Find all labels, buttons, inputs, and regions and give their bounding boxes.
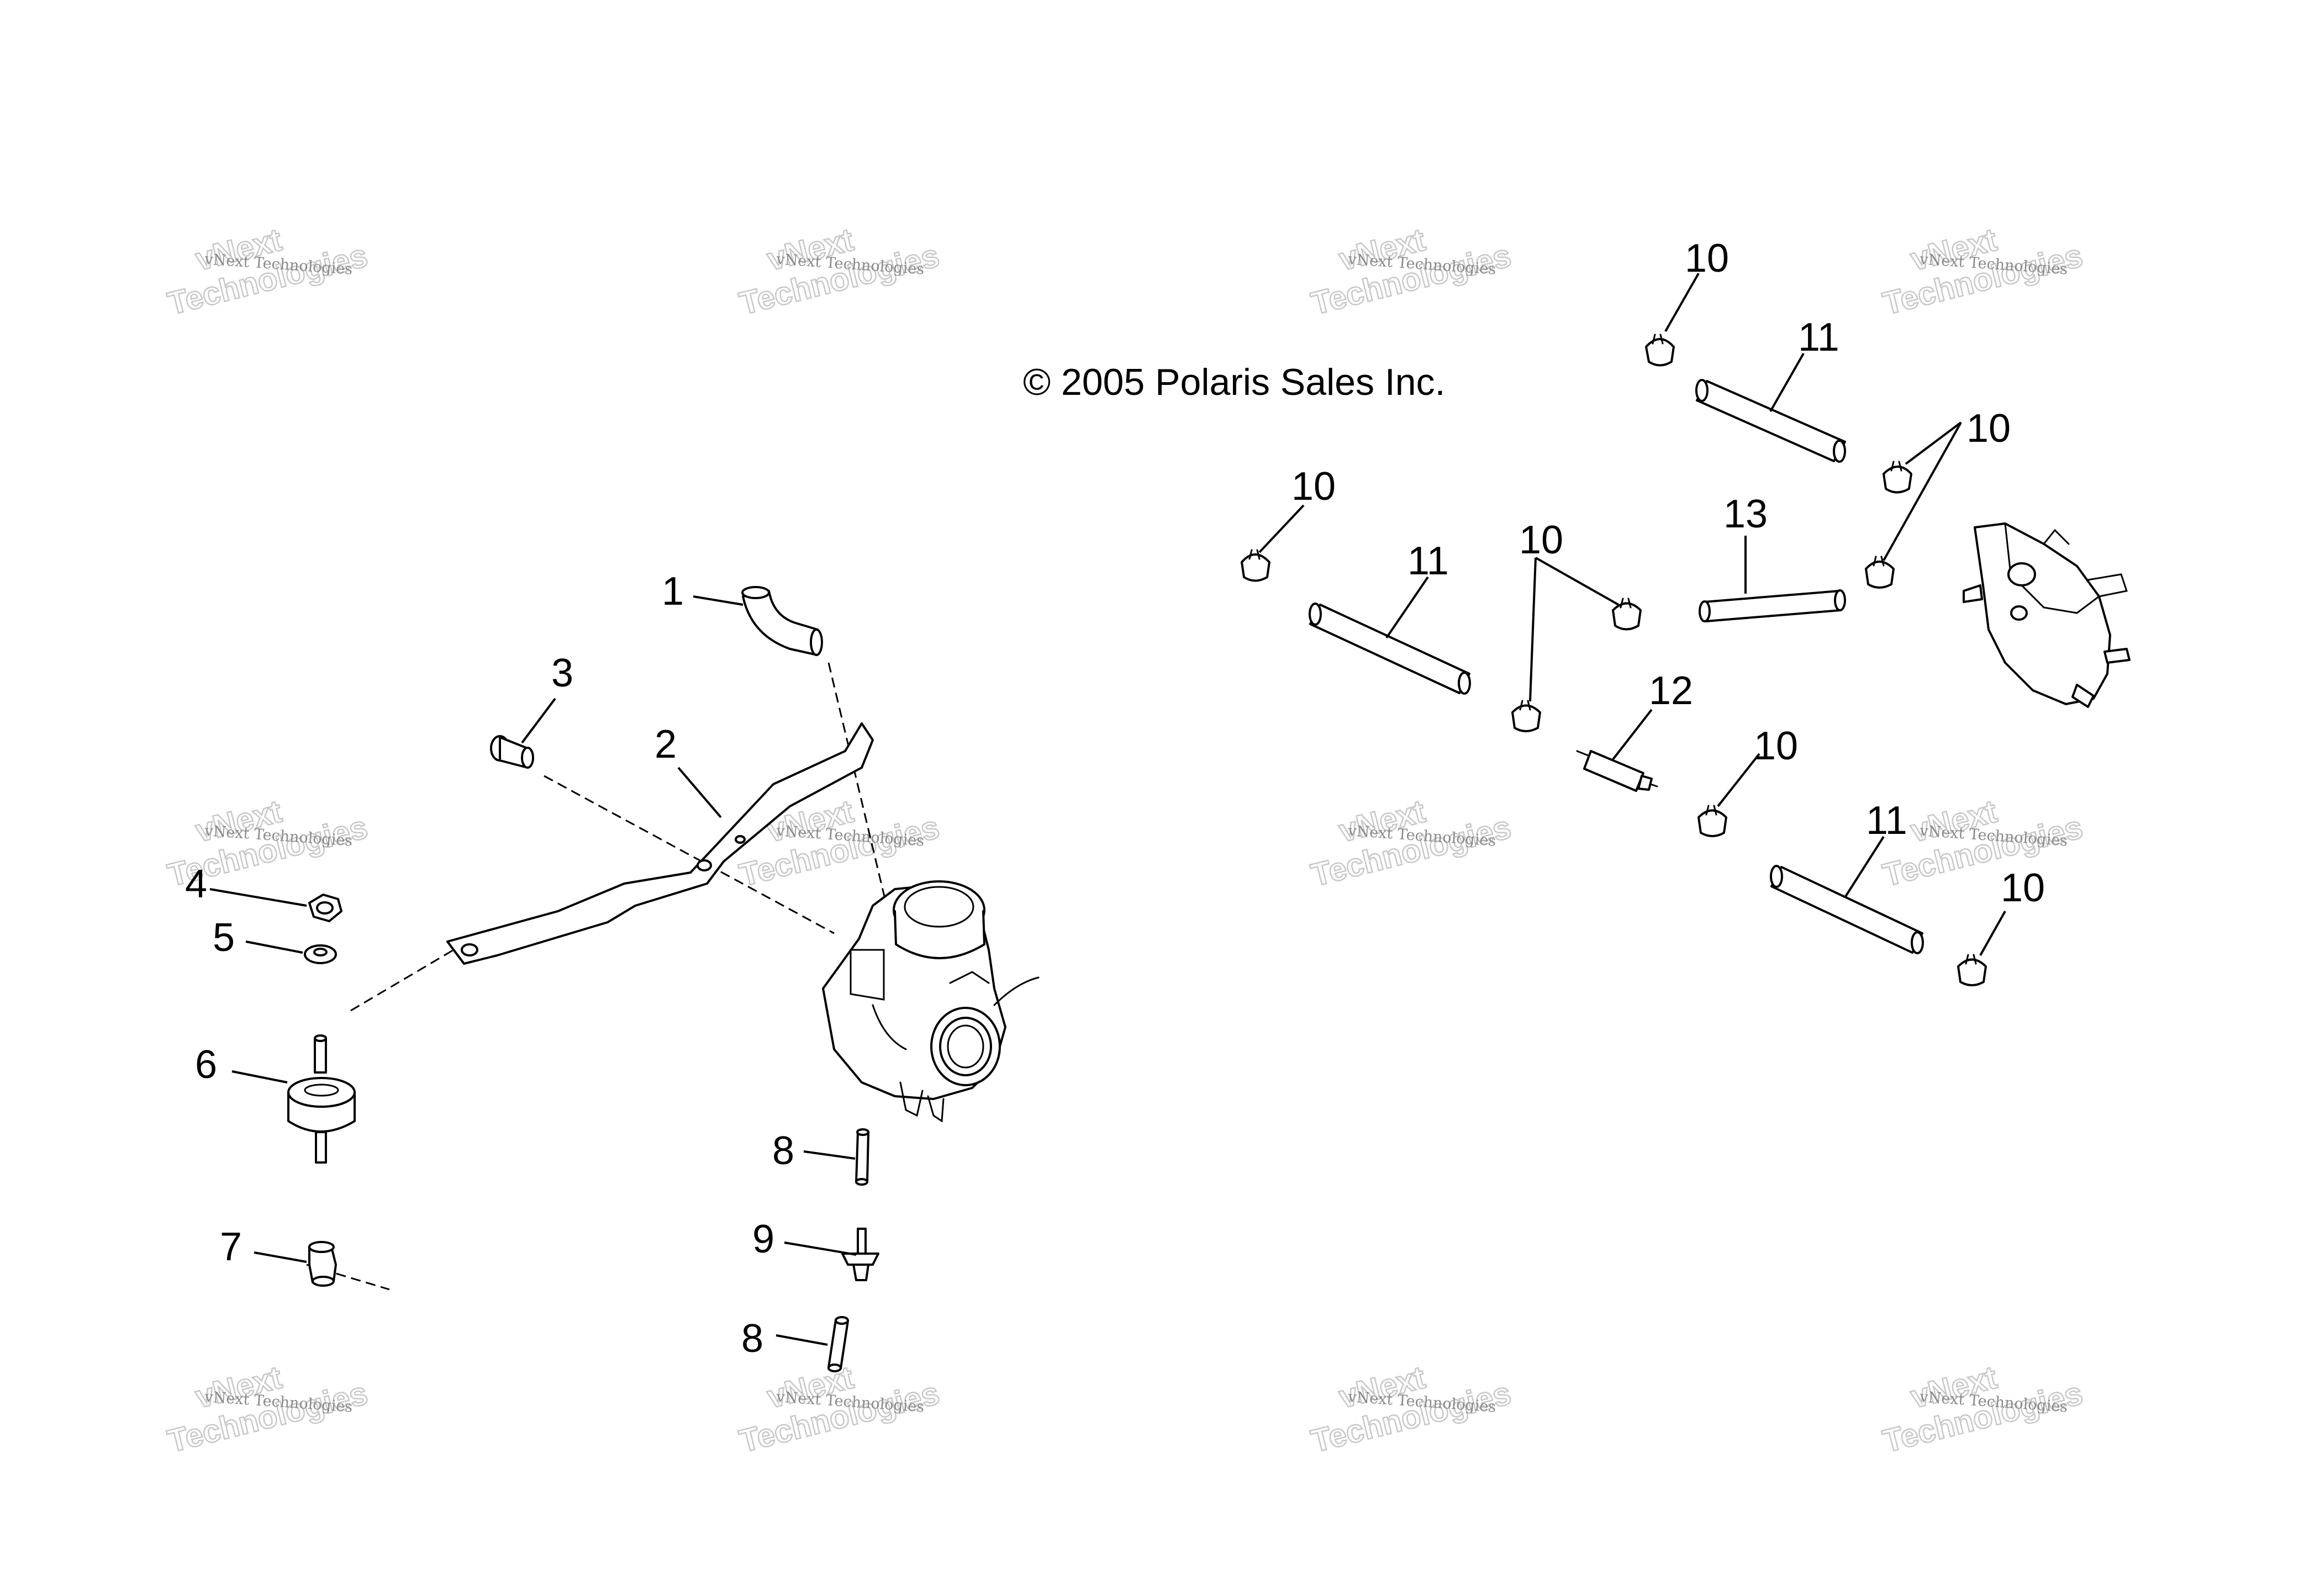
bolt [490, 735, 534, 769]
hose-clamp [1697, 805, 1727, 837]
nut [308, 894, 342, 922]
callout-11-top: 11 [1798, 315, 1839, 360]
callout-8-lower: 8 [741, 1317, 763, 1361]
fuel-hose [1695, 379, 1846, 463]
callout-11-bottom: 11 [1866, 799, 1907, 843]
callout-10-lower: 10 [1754, 724, 1798, 768]
callout-8-upper: 8 [772, 1129, 794, 1173]
hose-clamp [1883, 461, 1912, 494]
callout-12: 12 [1649, 669, 1693, 713]
vent-hose [1699, 589, 1846, 622]
watermark: vNext Technologies vNext Technologies [1879, 1359, 2087, 1460]
watermark: vNext Technologies vNext Technologies [1307, 1359, 1515, 1460]
callout-10-left: 10 [1291, 464, 1336, 509]
callout-9: 9 [752, 1217, 774, 1261]
callout-6: 6 [195, 1043, 217, 1087]
fuel-filter [1576, 750, 1658, 792]
watermark: vNext Technologies vNext Technologies [1879, 221, 2087, 323]
fuel-pump [1963, 522, 2131, 708]
callout-7: 7 [220, 1225, 242, 1269]
watermark: vNext Technologies vNext Technologies [1879, 792, 2087, 894]
callout-5: 5 [213, 916, 235, 960]
watermark: vNext Technologies vNext Technologies [735, 221, 943, 323]
callout-11-left: 11 [1407, 539, 1449, 583]
watermark-grid: vNext Technologies vNext Technologies vN… [164, 221, 2087, 1460]
rubber-isolator [287, 1034, 356, 1164]
callout-13: 13 [1723, 492, 1768, 536]
fuel-hose [1309, 603, 1471, 695]
callout-4: 4 [185, 862, 207, 906]
hose-clamp [1612, 598, 1642, 631]
fuel-hose [1770, 865, 1924, 954]
callout-2: 2 [655, 722, 677, 767]
vent-hose-elbow [741, 586, 823, 656]
watermark: vNext Technologies vNext Technologies [164, 1359, 372, 1460]
leader-lines [209, 273, 2006, 1346]
washer [304, 944, 337, 964]
watermark: vNext Technologies vNext Technologies [1307, 221, 1515, 323]
drain-hose-lower [827, 1316, 849, 1372]
callout-3: 3 [551, 651, 573, 695]
hose-clamp [1957, 954, 1987, 986]
callout-10-bottom: 10 [2001, 866, 2045, 910]
callout-10-pump: 10 [1966, 406, 2011, 451]
assembly-lines [306, 662, 888, 1291]
callout-labels: 1 2 3 4 5 6 7 8 9 8 10 10 10 10 10 10 11… [185, 236, 2045, 1361]
callout-1: 1 [662, 569, 684, 614]
drain-fitting [841, 1228, 879, 1281]
drain-hose-upper [855, 1128, 869, 1186]
watermark: vNext Technologies vNext Technologies [1307, 792, 1515, 894]
carburetor [822, 880, 1040, 1123]
hose-clamp [1241, 549, 1270, 582]
mounting-bracket [446, 722, 874, 965]
hose-clamp [1511, 700, 1541, 732]
copyright-notice: © 2005 Polaris Sales Inc. [1023, 361, 1446, 403]
hose-clamp [1865, 556, 1895, 589]
spacer-bushing [308, 1241, 337, 1287]
watermark: vNext Technologies vNext Technologies [735, 1359, 943, 1460]
callout-10-center: 10 [1519, 518, 1563, 562]
watermark: vNext Technologies vNext Technologies [164, 221, 372, 323]
hose-clamp [1645, 334, 1675, 367]
callout-10-top: 10 [1685, 236, 1729, 281]
